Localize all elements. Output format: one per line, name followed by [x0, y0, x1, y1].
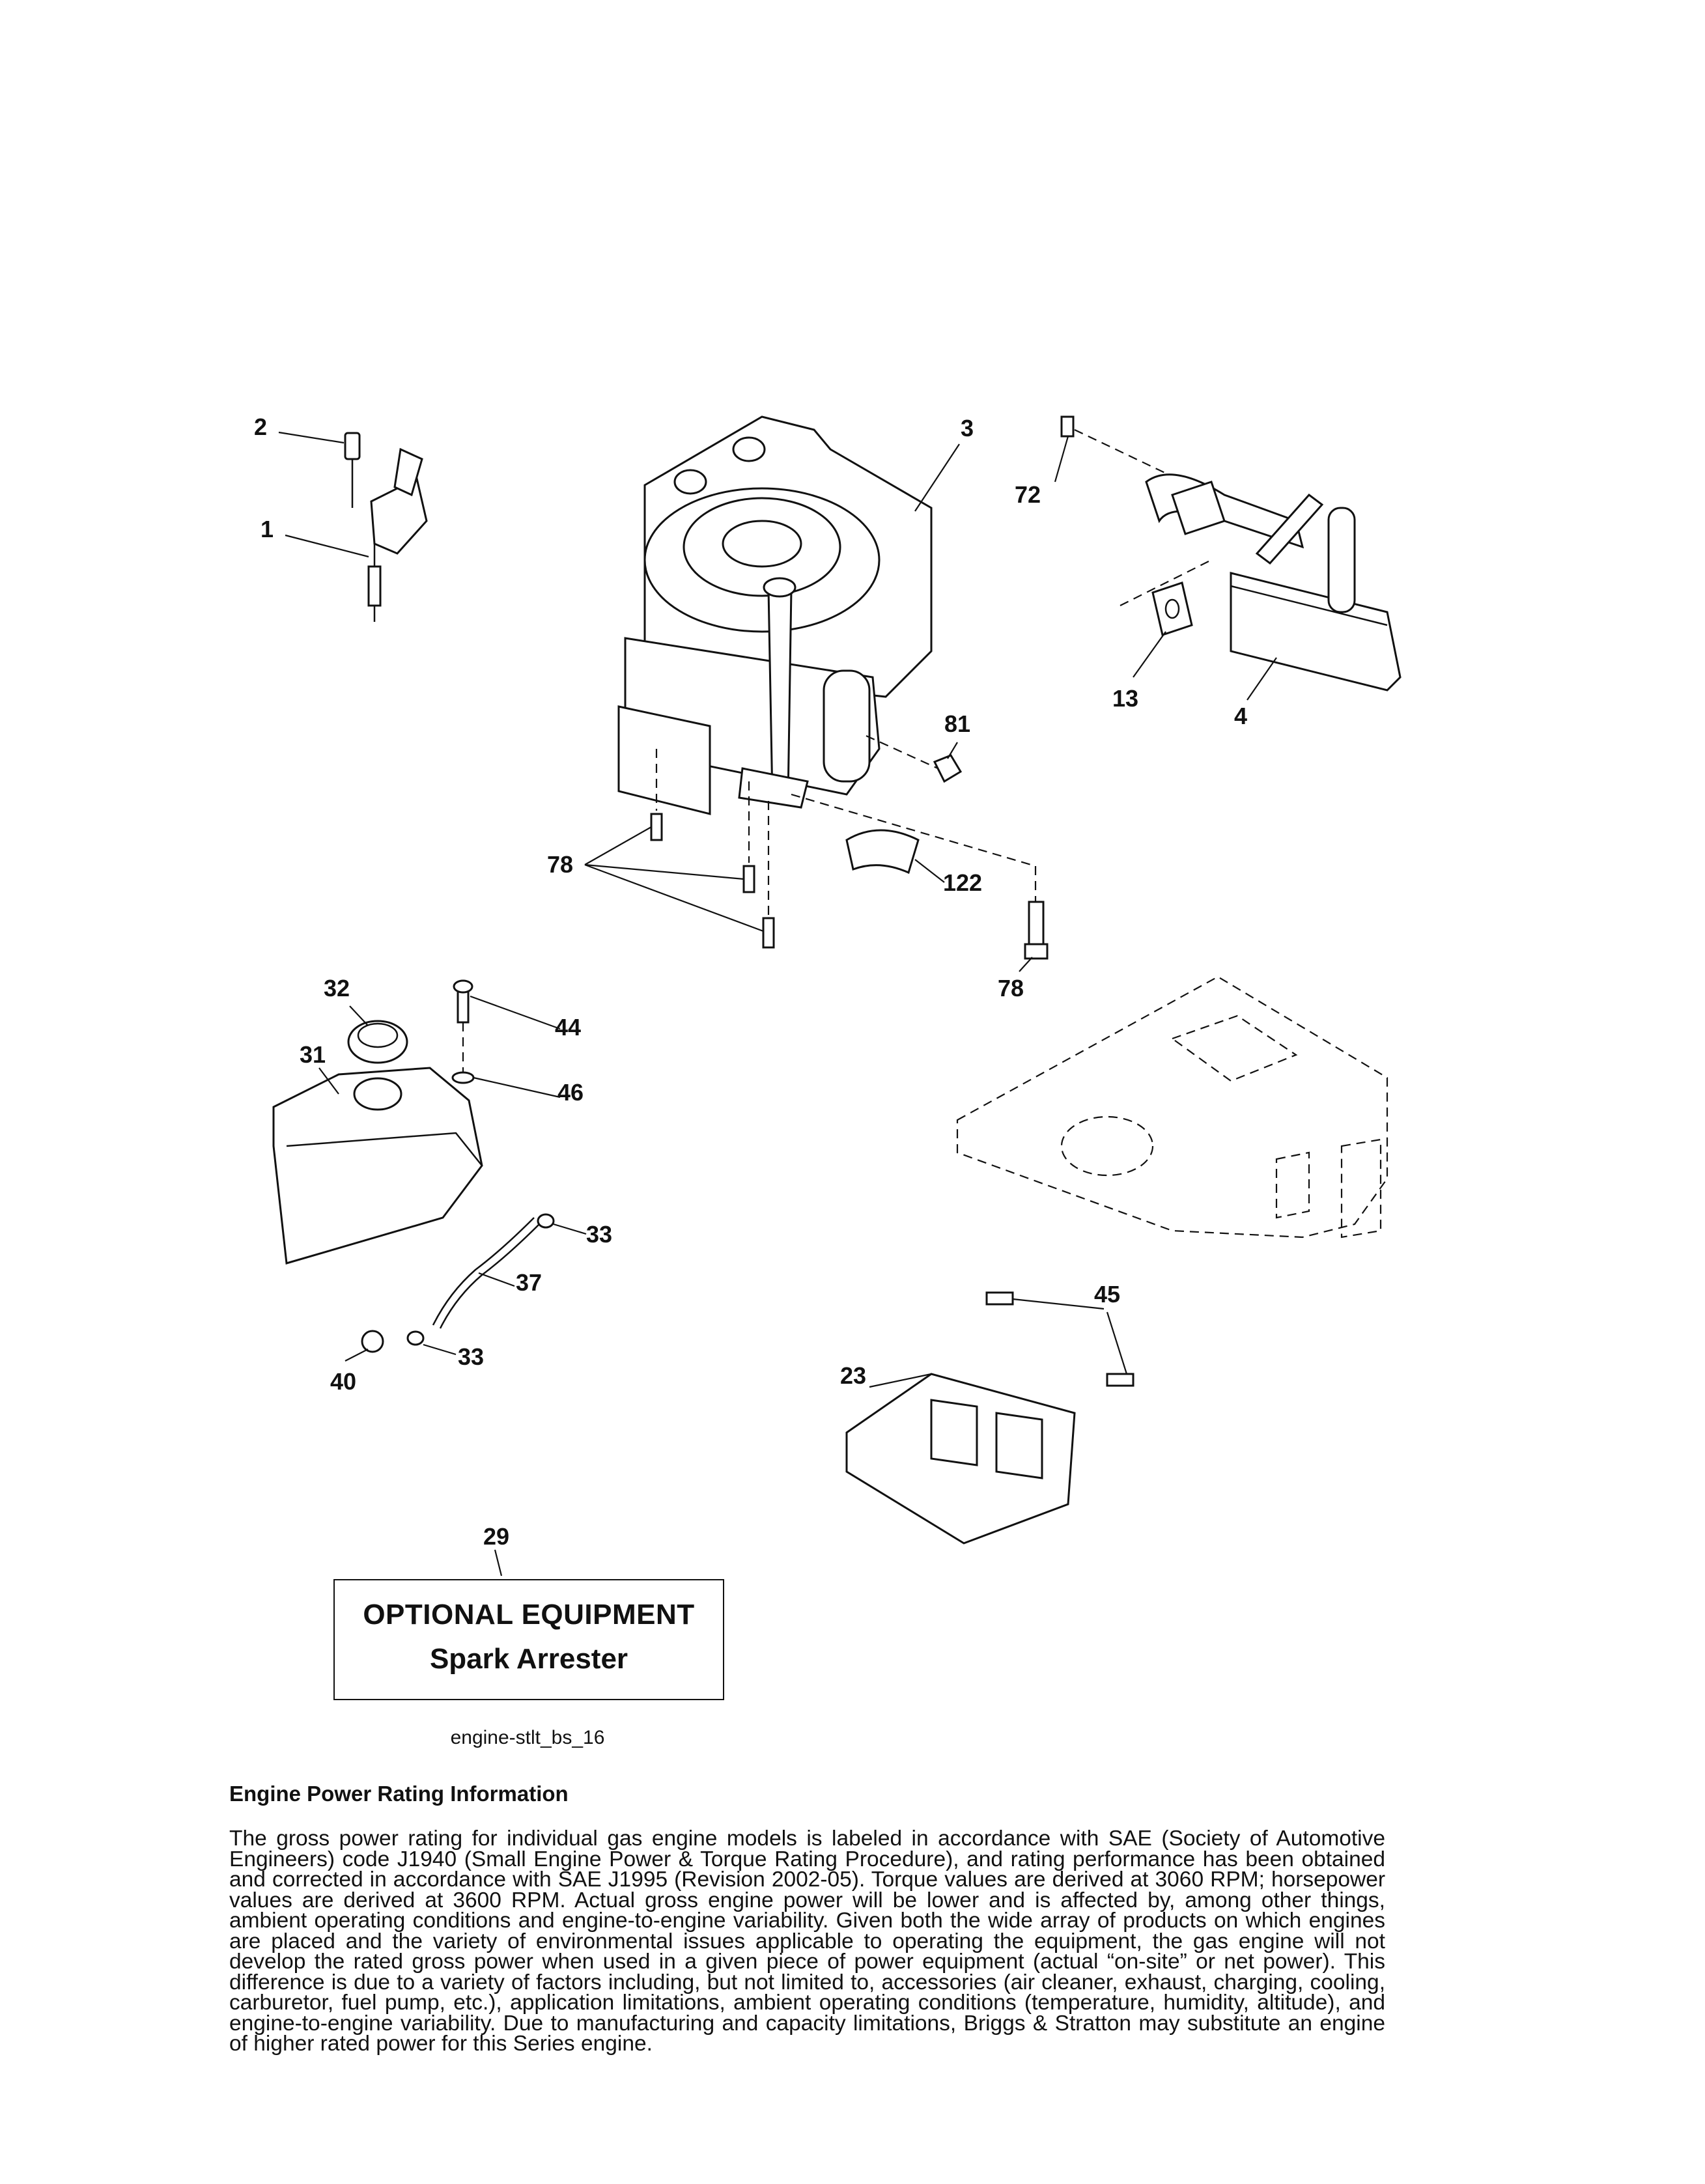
callout-label: 33 — [458, 1343, 484, 1370]
leader-lines — [278, 431, 1277, 1576]
callout-label: 4 — [1234, 703, 1247, 729]
engine-shield-part — [845, 1291, 1134, 1545]
callout-label: 44 — [555, 1014, 581, 1041]
callout-label: 78 — [998, 975, 1024, 1001]
callout-label: 37 — [516, 1269, 542, 1296]
callout-labels: 2 1 3 72 13 4 81 78 122 78 32 44 31 46 3… — [254, 413, 1247, 1550]
info-heading: Engine Power Rating Information — [229, 1782, 569, 1806]
callout-label: 46 — [557, 1079, 584, 1106]
callout-label: 81 — [944, 710, 970, 737]
throttle-control-part — [344, 432, 428, 622]
callout-label: 29 — [483, 1523, 509, 1550]
engine-hardware-parts — [650, 735, 1049, 960]
engine-part — [617, 415, 933, 815]
figure-id: engine-stlt_bs_16 — [450, 1727, 605, 1748]
callout-label: 122 — [943, 869, 982, 896]
callout-label: 40 — [330, 1368, 356, 1395]
muffler-part — [1060, 415, 1402, 692]
callout-label: 33 — [586, 1221, 612, 1248]
callout-label: 72 — [1015, 481, 1041, 508]
callout-label: 78 — [547, 851, 573, 878]
callout-label: 2 — [254, 413, 267, 440]
optional-equipment-item: Spark Arrester — [429, 1643, 628, 1675]
callout-label: 32 — [324, 975, 350, 1001]
chassis-plate-phantom — [956, 975, 1388, 1239]
callout-label: 1 — [261, 516, 274, 542]
callout-label: 23 — [840, 1362, 866, 1389]
info-body: The gross power rating for individual ga… — [229, 1827, 1385, 2056]
callout-label: 3 — [961, 415, 974, 441]
callout-label: 45 — [1094, 1281, 1120, 1308]
optional-equipment-box: OPTIONAL EQUIPMENT Spark Arrester — [333, 1579, 724, 1700]
callout-label: 31 — [300, 1041, 326, 1068]
optional-equipment-title: OPTIONAL EQUIPMENT — [363, 1599, 695, 1631]
callout-label: 13 — [1112, 685, 1138, 712]
fuel-tank-part — [272, 979, 555, 1353]
